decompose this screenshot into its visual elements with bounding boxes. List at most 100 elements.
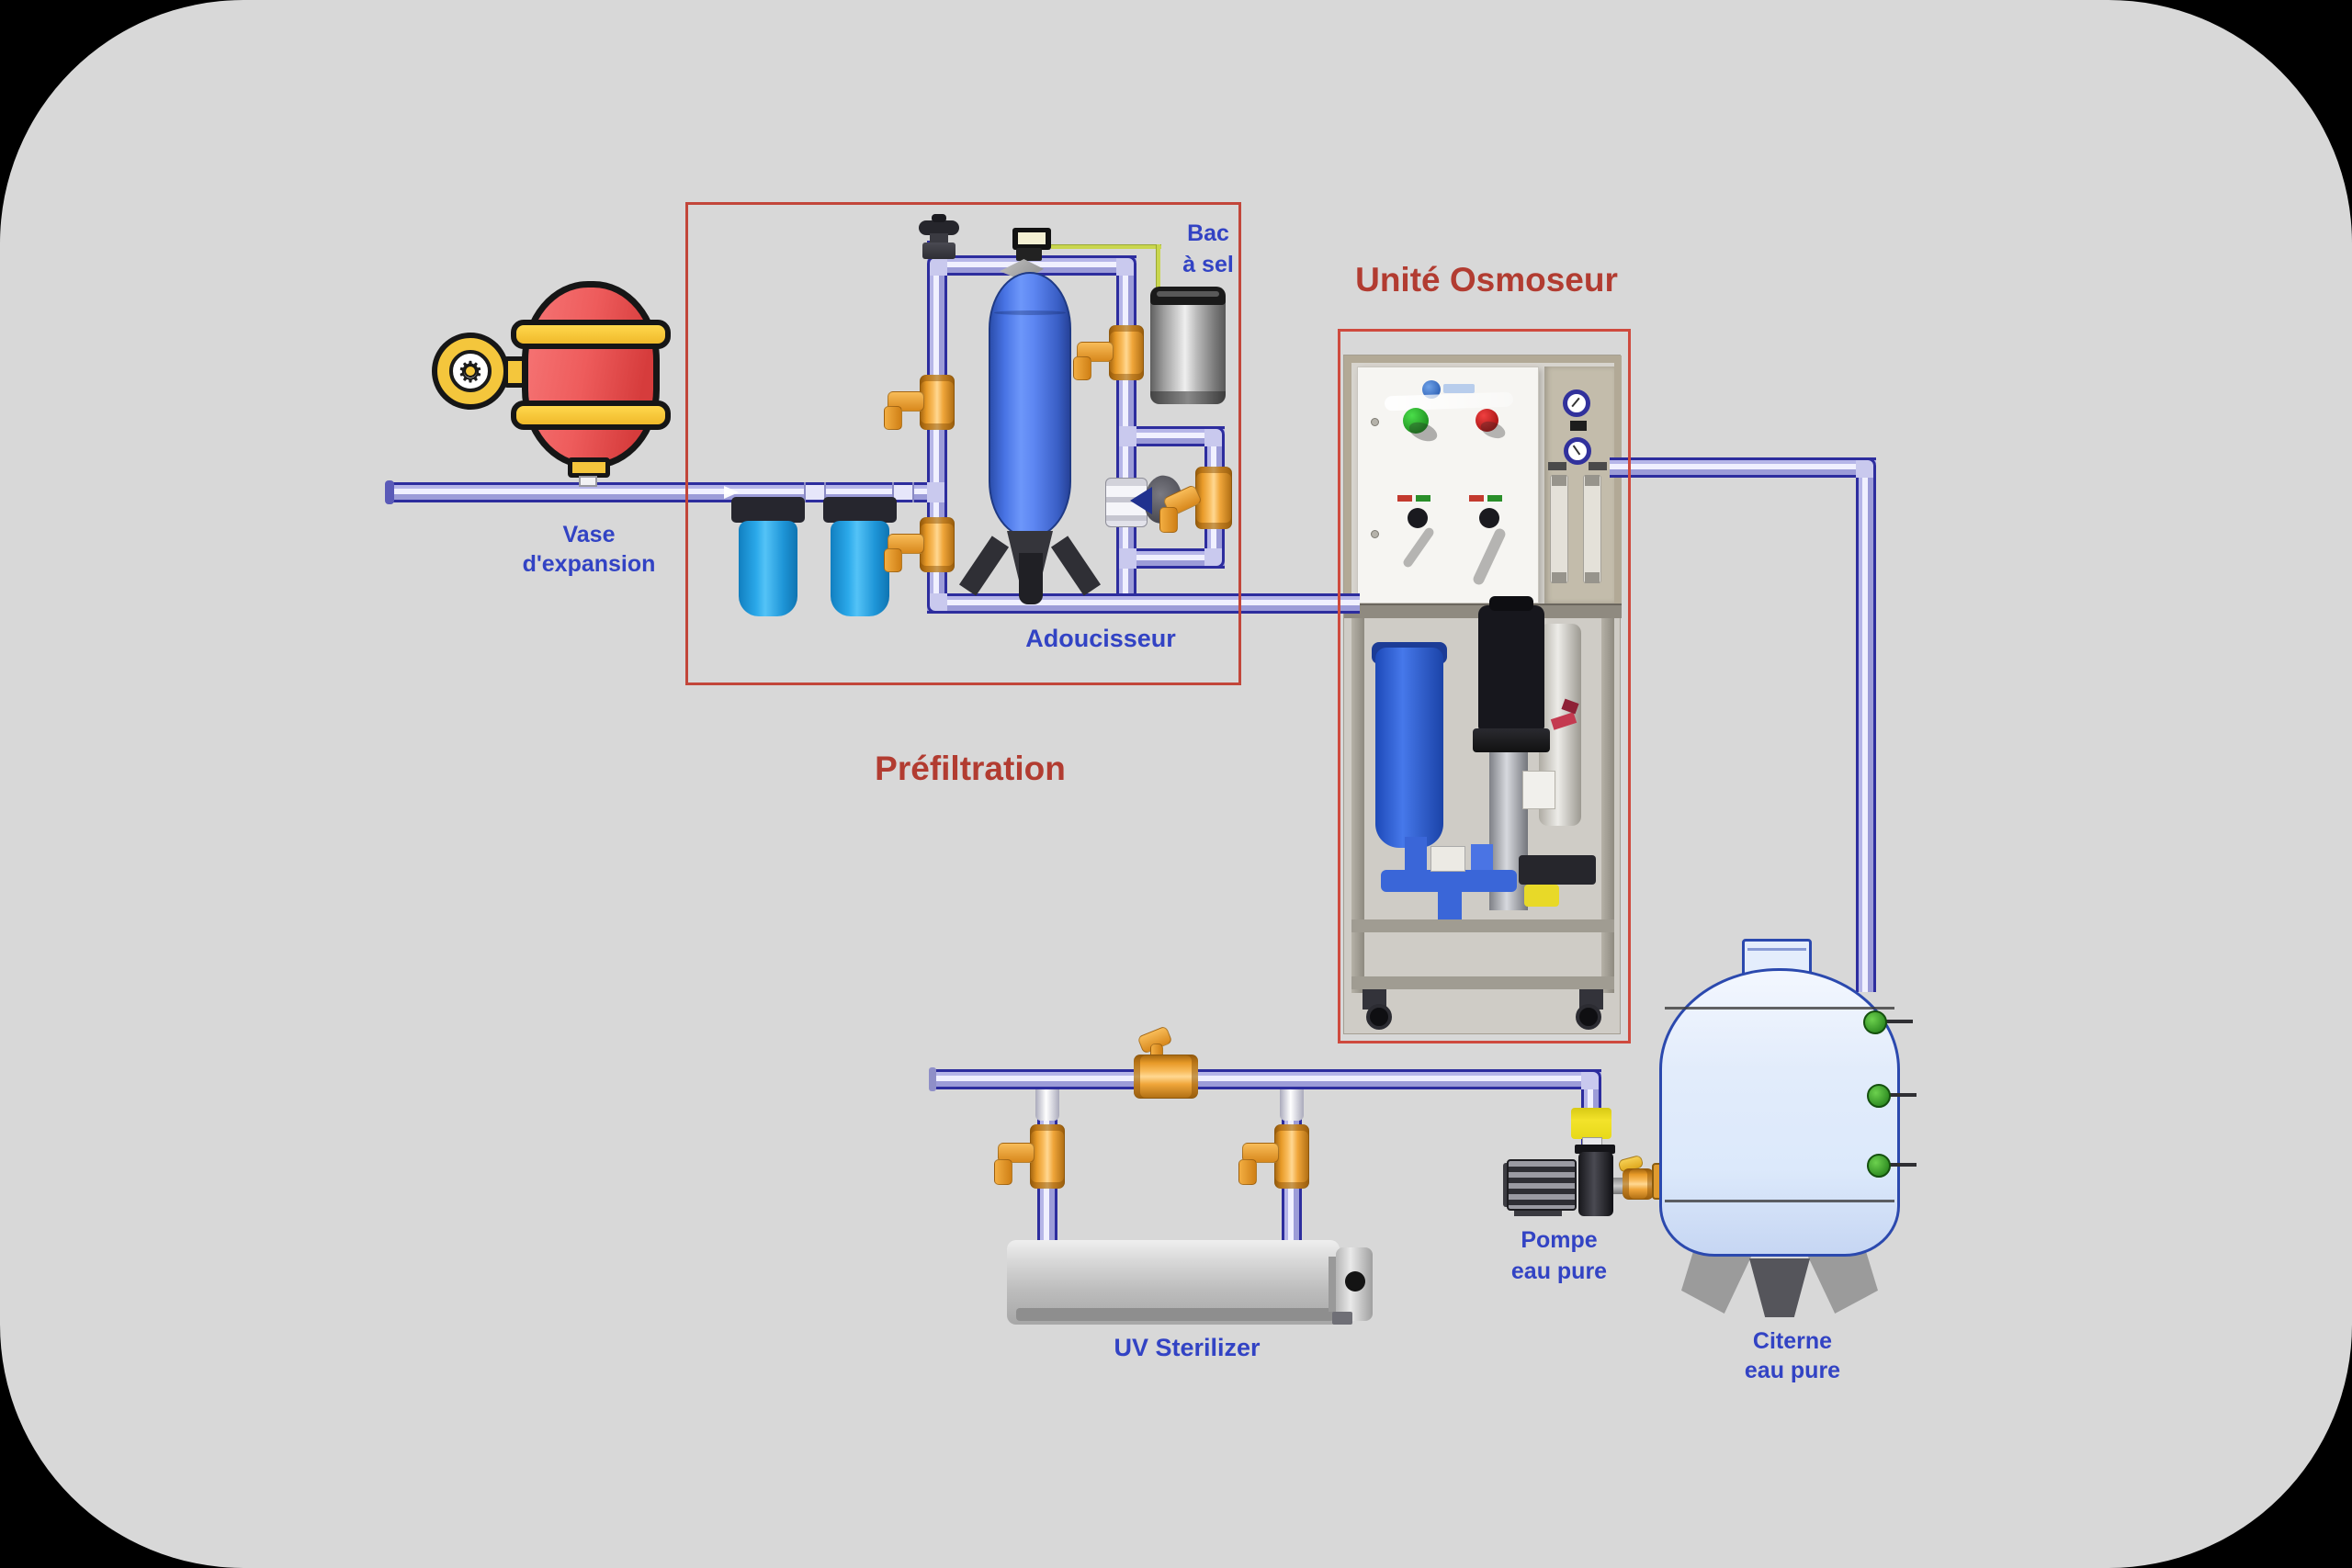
pipe-elbow	[1204, 548, 1225, 569]
prefiltration-title: Préfiltration	[875, 750, 1066, 787]
pipe-joint	[804, 482, 826, 502]
shutoff-valve-body	[922, 243, 956, 259]
filter-cap	[823, 497, 897, 523]
salt-tank	[1150, 288, 1226, 402]
valve-handle-tip	[884, 548, 902, 572]
cistern-leg	[1681, 1253, 1753, 1314]
flowmeter-label	[1548, 462, 1566, 470]
valve-handle-tip	[994, 1159, 1012, 1185]
prefilter-housing	[1375, 648, 1443, 848]
pressure-gauge-icon	[1563, 389, 1590, 417]
pipe-permeate-out	[1610, 457, 1876, 478]
pompe-label-line2: eau pure	[1510, 1258, 1608, 1284]
pump-union-yellow	[1571, 1108, 1611, 1139]
pipe-distribution	[933, 1069, 1601, 1089]
vessel-band	[511, 400, 671, 430]
valve-feed-lower	[920, 517, 955, 572]
cistern-center-support	[1749, 1258, 1810, 1317]
ro-blue-pipe-elbow	[1471, 844, 1493, 874]
vase-label-line1: Vase	[562, 522, 616, 547]
valve-handle-tip	[1159, 507, 1178, 533]
shutoff-valve-knob	[932, 214, 946, 222]
uv-sterilizer-label: UV Sterilizer	[1114, 1334, 1261, 1361]
pipe-tee	[927, 482, 947, 502]
level-sensor-green	[1867, 1084, 1891, 1108]
uv-end-port	[1345, 1271, 1365, 1292]
ro-knob-label-green	[1416, 495, 1430, 502]
flowmeter-label	[1589, 462, 1607, 470]
valve-pump-outlet	[1623, 1168, 1654, 1200]
ro-base-block	[1519, 855, 1596, 885]
flowmeter-fitting	[1552, 475, 1566, 486]
softener-tank-seam	[994, 310, 1066, 315]
ro-knob	[1479, 508, 1499, 528]
pipe-elbow	[927, 593, 947, 614]
osmoseur-box	[1338, 329, 1631, 1043]
vessel-band	[511, 320, 671, 349]
level-sensor-stub	[1889, 1093, 1917, 1097]
pipe-bypass-top	[1136, 426, 1225, 446]
vase-label-line2: d'expansion	[522, 551, 656, 577]
ro-unit-photo	[1343, 355, 1622, 1034]
ro-pipe-label	[1430, 846, 1465, 872]
ro-blue-pipe-tee	[1438, 888, 1462, 919]
ro-knob	[1408, 508, 1428, 528]
pump-motor-vertical	[1478, 605, 1544, 730]
valve-distribution-inline	[1134, 1055, 1198, 1099]
prefiltration-box	[685, 202, 1241, 685]
vessel-pipe-stub	[579, 476, 597, 487]
pipe-permeate-down	[1856, 457, 1876, 992]
shutoff-valve-handwheel	[919, 220, 959, 235]
osmoseur-title: Unité Osmoseur	[1355, 261, 1618, 299]
cistern-leg	[1806, 1253, 1878, 1314]
valve-handle-tip	[884, 406, 902, 430]
bac-a-sel-label-line2: à sel	[1182, 252, 1234, 277]
flowmeter-fitting	[1585, 572, 1600, 583]
softener-funnel-inner	[1019, 553, 1043, 604]
ro-frame-post	[1351, 618, 1364, 993]
valve-uv-outlet	[1274, 1124, 1309, 1189]
gauge-hub	[464, 365, 477, 378]
controller-neck	[1016, 248, 1042, 261]
level-sensor-green	[1867, 1154, 1891, 1178]
ro-logo-text	[1443, 384, 1475, 393]
uv-flange-stem	[1329, 1257, 1338, 1312]
ro-knob-label-red	[1469, 495, 1484, 502]
ro-gauge-label	[1570, 421, 1587, 431]
cistern-weld-line	[1665, 1200, 1894, 1202]
cistern-weld-line	[1665, 1007, 1894, 1010]
controller-screen	[1018, 232, 1046, 244]
pipe-joint	[892, 482, 914, 502]
filter-cartridge-2	[831, 521, 889, 616]
salt-tank-lid	[1150, 287, 1226, 305]
shutoff-valve-stem	[930, 233, 948, 244]
softener-tank	[989, 272, 1071, 538]
ro-frame-rail	[1351, 976, 1614, 989]
pipe-elbow	[1116, 255, 1136, 276]
tee-reducer	[1280, 1089, 1304, 1121]
ro-panel-screw	[1371, 530, 1379, 538]
cistern-collar-lip	[1747, 948, 1806, 951]
valve-handle-tip	[1238, 1159, 1257, 1185]
pipe-elbow	[1581, 1069, 1601, 1089]
valve-handle-tip	[1073, 356, 1091, 380]
valve-softener-out	[1109, 325, 1144, 380]
pipe-elbow	[1856, 457, 1876, 478]
ro-panel-screw	[1371, 418, 1379, 426]
pump-coupling	[1473, 728, 1550, 752]
pump-motor-cap	[1489, 596, 1533, 611]
pump-outlet-pipe	[1613, 1178, 1624, 1194]
ro-knob-label-green	[1487, 495, 1502, 502]
control-box-small	[1522, 771, 1555, 809]
caster-wheel-icon	[1576, 1004, 1601, 1030]
pipe-tee	[1116, 426, 1136, 446]
filter-cartridge-1	[739, 521, 797, 616]
citerne-label-line1: Citerne	[1752, 1328, 1833, 1354]
valve-handle	[998, 1143, 1035, 1163]
tee-reducer	[1035, 1089, 1059, 1121]
pump-motor-foot	[1514, 1211, 1562, 1216]
salt-tank-base	[1150, 391, 1226, 404]
level-sensor-green	[1863, 1010, 1887, 1034]
level-sensor-stub	[1885, 1020, 1913, 1023]
valve-uv-inlet	[1030, 1124, 1065, 1189]
